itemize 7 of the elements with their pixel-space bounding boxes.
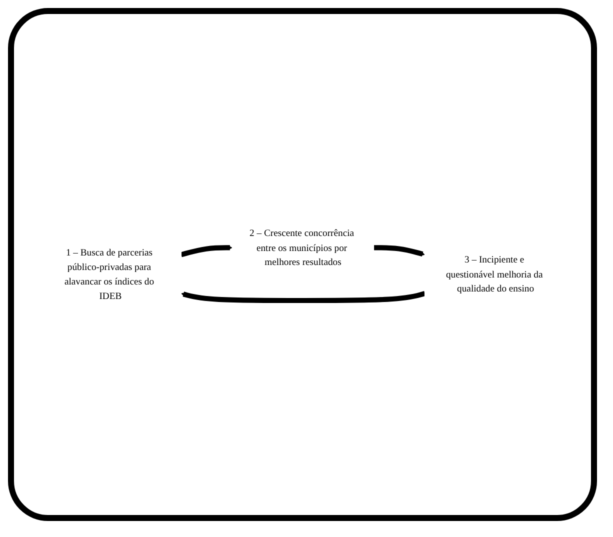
node-text: 3 – Incipiente e questionável melhoria da qualidade do ensino: [445, 254, 542, 294]
node-text: 2 – Crescente concorrência entre os municípios por melhores resultados: [249, 228, 354, 268]
arrow: [180, 291, 425, 304]
arrow: [180, 245, 232, 258]
frame-border: 1 – Busca de parcerias público-privadas para alavancar os índices do IDEB 2 – Crescente concorrência entre os municípios por melhores resultados 3 – Incipiente e questionável melhoria da qualidade do ensino: [8, 8, 597, 521]
arrow: [373, 245, 424, 257]
node-text: 1 – Busca de parcerias público-privadas para alavancar os índices do IDEB: [64, 246, 154, 301]
